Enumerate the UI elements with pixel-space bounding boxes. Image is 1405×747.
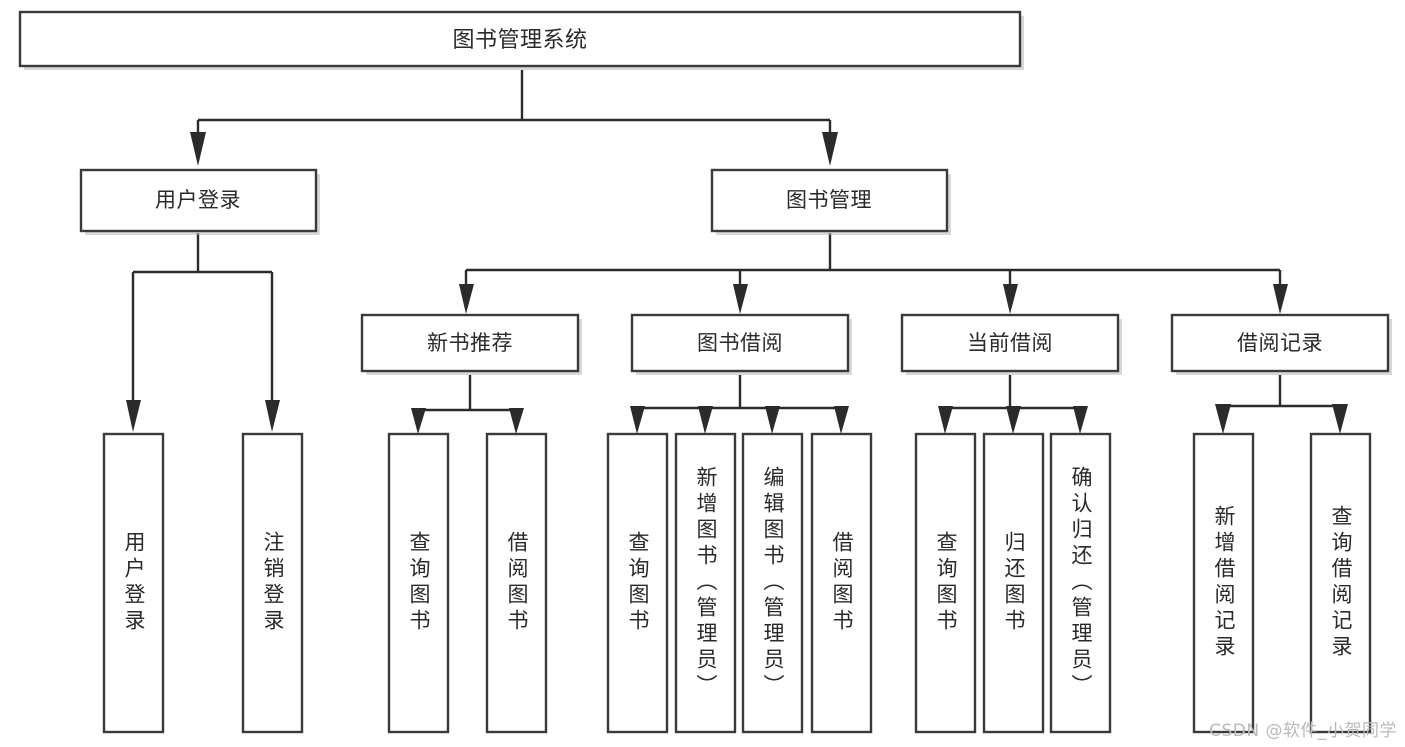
leaf-new-book-2-rect	[485, 432, 548, 734]
arrow-user-login	[190, 132, 206, 166]
arrow-book-mgmt	[822, 132, 838, 166]
arrow-leaf-user-login	[126, 400, 141, 432]
node-book-management[interactable]: 图书管理	[710, 168, 951, 235]
node-new-book-recommend[interactable]: 新书推荐	[360, 313, 582, 375]
node-new-book-recommend-rect	[360, 313, 580, 373]
leaf-book-borrow-3[interactable]	[741, 432, 804, 734]
leaf-current-borrow-2-rect	[982, 432, 1045, 734]
node-user-login[interactable]: 用户登录	[79, 168, 320, 235]
node-root[interactable]: 图书管理系统	[18, 10, 1024, 70]
leaf-book-borrow-4[interactable]	[810, 432, 873, 734]
connector-group-new-book-to-leaves	[411, 375, 524, 434]
connector-group-user-login-to-leaves	[126, 233, 280, 432]
arrow-book-borrow	[733, 284, 748, 314]
arrow-borrow-record	[1273, 284, 1288, 314]
leaf-book-borrow-4-rect	[810, 432, 873, 734]
arrow-leaf-logout	[265, 400, 280, 432]
node-borrow-record-label: 借阅记录	[1237, 331, 1323, 355]
arrow-cb-leaf-3	[1073, 406, 1088, 434]
arrow-br-leaf-2	[1332, 404, 1348, 434]
arrow-cb-leaf-1	[938, 406, 953, 434]
leaf-new-book-1[interactable]	[387, 432, 450, 734]
leaf-current-borrow-1-rect	[914, 432, 977, 734]
node-current-borrow-label: 当前借阅	[967, 331, 1053, 355]
arrow-nb-leaf-1	[411, 408, 426, 434]
node-book-borrow-label: 图书借阅	[697, 331, 783, 355]
node-book-management-rect	[710, 168, 949, 233]
arrow-new-book	[459, 284, 474, 314]
arrow-current-borrow	[1003, 284, 1018, 314]
arrow-bb-leaf-2	[698, 406, 713, 434]
node-book-borrow-rect	[630, 313, 850, 373]
node-user-login-rect	[79, 168, 318, 233]
arrow-bb-leaf-1	[630, 406, 645, 434]
leaf-book-borrow-1[interactable]	[606, 432, 669, 734]
node-book-management-label: 图书管理	[786, 188, 872, 212]
node-borrow-record[interactable]: 借阅记录	[1170, 313, 1392, 375]
arrow-cb-leaf-2	[1006, 406, 1021, 434]
node-current-borrow[interactable]: 当前借阅	[900, 313, 1122, 375]
leaf-user-login-2[interactable]	[241, 432, 304, 734]
csdn-watermark: CSDN @软件_小贺同学	[1209, 721, 1397, 741]
leaf-user-login-1-rect	[102, 432, 165, 734]
leaf-current-borrow-1[interactable]	[914, 432, 977, 734]
leaf-current-borrow-3-rect	[1049, 432, 1112, 734]
node-root-label: 图书管理系统	[452, 28, 587, 53]
connector-group-borrow-record-to-leaves	[1215, 375, 1348, 434]
leaf-book-borrow-3-rect	[741, 432, 804, 734]
leaf-borrow-record-2-rect	[1309, 432, 1372, 734]
leaf-user-login-2-rect	[241, 432, 304, 734]
leaf-new-book-2[interactable]	[485, 432, 548, 734]
leaf-book-borrow-2[interactable]	[674, 432, 737, 734]
arrow-bb-leaf-4	[834, 406, 849, 434]
leaf-book-borrow-2-rect	[674, 432, 737, 734]
connector-group-book-borrow-to-leaves	[630, 375, 849, 434]
connector-group-current-borrow-to-leaves	[938, 375, 1088, 434]
arrow-br-leaf-1	[1215, 404, 1231, 434]
leaf-borrow-record-1[interactable]	[1192, 432, 1255, 734]
connector-group-book-mgmt-to-level2	[459, 233, 1288, 314]
node-book-borrow[interactable]: 图书借阅	[630, 313, 852, 375]
leaf-new-book-1-rect	[387, 432, 450, 734]
node-user-login-label: 用户登录	[155, 188, 241, 212]
leaf-current-borrow-3[interactable]	[1049, 432, 1112, 734]
node-root-rect	[18, 10, 1022, 68]
node-borrow-record-rect	[1170, 313, 1390, 373]
arrow-bb-leaf-3	[765, 406, 780, 434]
arrow-nb-leaf-2	[509, 408, 524, 434]
leaf-current-borrow-2[interactable]	[982, 432, 1045, 734]
node-new-book-recommend-label: 新书推荐	[427, 331, 513, 355]
leaf-borrow-record-2[interactable]	[1309, 432, 1372, 734]
leaf-book-borrow-1-rect	[606, 432, 669, 734]
leaf-user-login-1[interactable]	[102, 432, 165, 734]
connector-group-root-to-level1	[190, 70, 838, 166]
node-current-borrow-rect	[900, 313, 1120, 373]
leaf-borrow-record-1-rect	[1192, 432, 1255, 734]
